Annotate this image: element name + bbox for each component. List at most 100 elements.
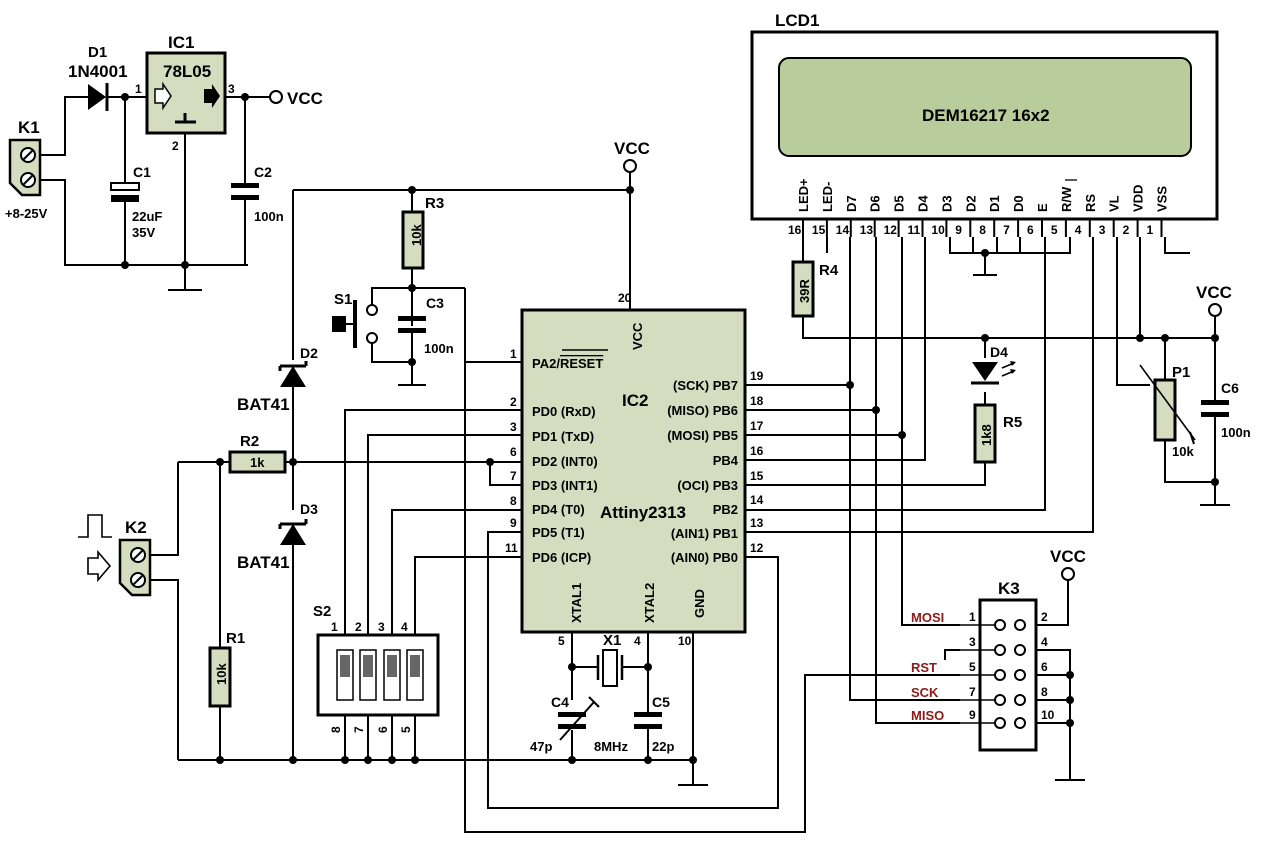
c4-ref: C4 (551, 694, 569, 710)
ic2-model: Attiny2313 (600, 503, 686, 522)
r1-value: 10k (214, 663, 229, 685)
x1-ref: X1 (603, 632, 621, 649)
d1-model: 1N4001 (68, 62, 128, 81)
r2-ref: R2 (240, 433, 259, 450)
junction-dots (121, 93, 1219, 764)
ic2-pin-label-pd6: PD6 (ICP) (532, 550, 591, 565)
k2-ref: K2 (125, 518, 147, 537)
ic2-pin-label-pd1: PD1 (TxD) (532, 429, 594, 444)
s2-pin-3: 3 (378, 620, 385, 634)
lcd-pin-name: E (1035, 203, 1050, 212)
s2-pin-4: 4 (401, 620, 408, 634)
vcc-label-k3: VCC (1050, 547, 1086, 566)
ic2-pin-num-2: 2 (510, 395, 517, 409)
k3-pin-2: 2 (1041, 610, 1048, 624)
s2-pin-7: 7 (352, 726, 366, 733)
lcd-pin-number: 5 (1051, 223, 1058, 237)
s2-pin-6: 6 (376, 726, 390, 733)
lcd-pin-name: D5 (892, 195, 907, 212)
lcd-pin-name: D3 (939, 195, 954, 212)
lcd-pin-number: 14 (836, 223, 850, 237)
k3-pin-3: 3 (969, 635, 976, 649)
r3-value: 10k (409, 224, 424, 246)
d3-diode: D3 BAT41 (237, 501, 318, 572)
r4-value: 39R (797, 279, 812, 303)
d4-led: D4 (971, 344, 1016, 385)
r5-resistor: 1k8 R5 (973, 403, 1022, 464)
ic2-pin-num-14: 14 (750, 493, 764, 507)
c2-capacitor: C2 100n (231, 164, 284, 224)
ic2-pin-label-pb5: (MOSI) PB5 (667, 428, 738, 443)
k3-pin-5: 5 (969, 660, 976, 674)
r4-resistor: 39R R4 (791, 260, 839, 318)
lcd-pin-number: 9 (955, 223, 962, 237)
ic2-pin-label-pb0: (AIN0) PB0 (671, 550, 738, 565)
c3-capacitor: C3 100n (398, 295, 454, 356)
ic1-ref: IC1 (168, 33, 194, 52)
d2-diode: D2 BAT41 (237, 345, 318, 414)
ic2-pin-num-19: 19 (750, 369, 764, 383)
lcd-model: DEM16217 16x2 (922, 106, 1050, 125)
lcd-pins: LED+16LED-15D714D613D512D411D310D29D18D0… (788, 178, 1170, 237)
r2-resistor: 1k R2 (228, 433, 287, 474)
c5-ref: C5 (652, 694, 670, 710)
k1-connector: K1 +8-25V (5, 118, 48, 221)
k3-pin-7: 7 (969, 685, 976, 699)
k3-pin-4: 4 (1041, 635, 1048, 649)
r1-ref: R1 (226, 630, 245, 647)
k3-pin-1: 1 (969, 610, 976, 624)
c6-value: 100n (1221, 425, 1251, 440)
k3-pin-6: 6 (1041, 660, 1048, 674)
ic1-model: 78L05 (163, 62, 211, 81)
ic2-pin-label-pd5: PD5 (T1) (532, 525, 585, 540)
ic1-pin-out: 3 (228, 82, 235, 96)
ic2-pin-label-pb1: (AIN1) PB1 (671, 526, 738, 541)
r2-value: 1k (250, 455, 265, 470)
c1-value1: 22uF (132, 209, 162, 224)
k1-ref: K1 (18, 118, 40, 137)
d4-ref: D4 (990, 344, 1008, 360)
lcd-pin-name: LED- (820, 182, 835, 212)
r3-resistor: 10k R3 (401, 195, 444, 270)
c4-trimmer-capacitor: C4 47p (530, 694, 600, 754)
c3-value: 100n (424, 341, 454, 356)
s1-ref: S1 (334, 291, 352, 308)
lcd-pin-number: 4 (1075, 223, 1082, 237)
k2-connector: K2 (78, 514, 152, 597)
k3-pin-10: 10 (1041, 708, 1055, 722)
lcd-pin-number: 16 (788, 223, 802, 237)
c3-ref: C3 (426, 295, 444, 311)
lcd-ref: LCD1 (775, 11, 819, 30)
r5-ref: R5 (1003, 414, 1022, 431)
ic2-pin-4: 4 (634, 634, 641, 648)
r3-ref: R3 (425, 195, 444, 212)
c6-capacitor: C6 100n (1201, 380, 1251, 440)
ic2-pin-label-pb7: (SCK) PB7 (673, 378, 738, 393)
ic2-pin-num-1: 1 (510, 347, 517, 361)
ic2-microcontroller: IC2 Attiny2313 VCC XTAL1 XTAL2 GND 20 10… (505, 291, 764, 648)
lcd-pin-number: 1 (1147, 223, 1154, 237)
c1-capacitor: C1 22uF 35V (110, 164, 162, 240)
lcd-pin-number: 6 (1027, 223, 1034, 237)
ic2-pin-num-16: 16 (750, 444, 764, 458)
ic2-pin-label-pb3: (OCI) PB3 (677, 478, 738, 493)
d3-ref: D3 (300, 501, 318, 517)
r5-value: 1k8 (979, 424, 994, 446)
ic2-pin-num-17: 17 (750, 419, 764, 433)
p1-potentiometer: P1 10k (1139, 364, 1196, 459)
ic2-pin-label-pb4: PB4 (713, 453, 739, 468)
ic2-pin-num-13: 13 (750, 516, 764, 530)
k3-signal-miso: MISO (911, 708, 944, 723)
c6-ref: C6 (1221, 380, 1239, 396)
x1-value: 8MHz (594, 739, 628, 754)
lcd-pin-name: D2 (963, 195, 978, 212)
lcd-pin-number: 2 (1123, 223, 1130, 237)
r4-ref: R4 (819, 262, 839, 279)
ic2-pin-20: 20 (618, 291, 632, 305)
lcd-pin-name: RS (1083, 194, 1098, 212)
lcd-pin-name: VSS (1155, 186, 1170, 212)
lcd-pin-name: D6 (868, 195, 883, 212)
k1-voltage: +8-25V (5, 206, 48, 221)
ic2-pin-num-8: 8 (510, 494, 517, 508)
ic2-pin-10: 10 (678, 634, 692, 648)
